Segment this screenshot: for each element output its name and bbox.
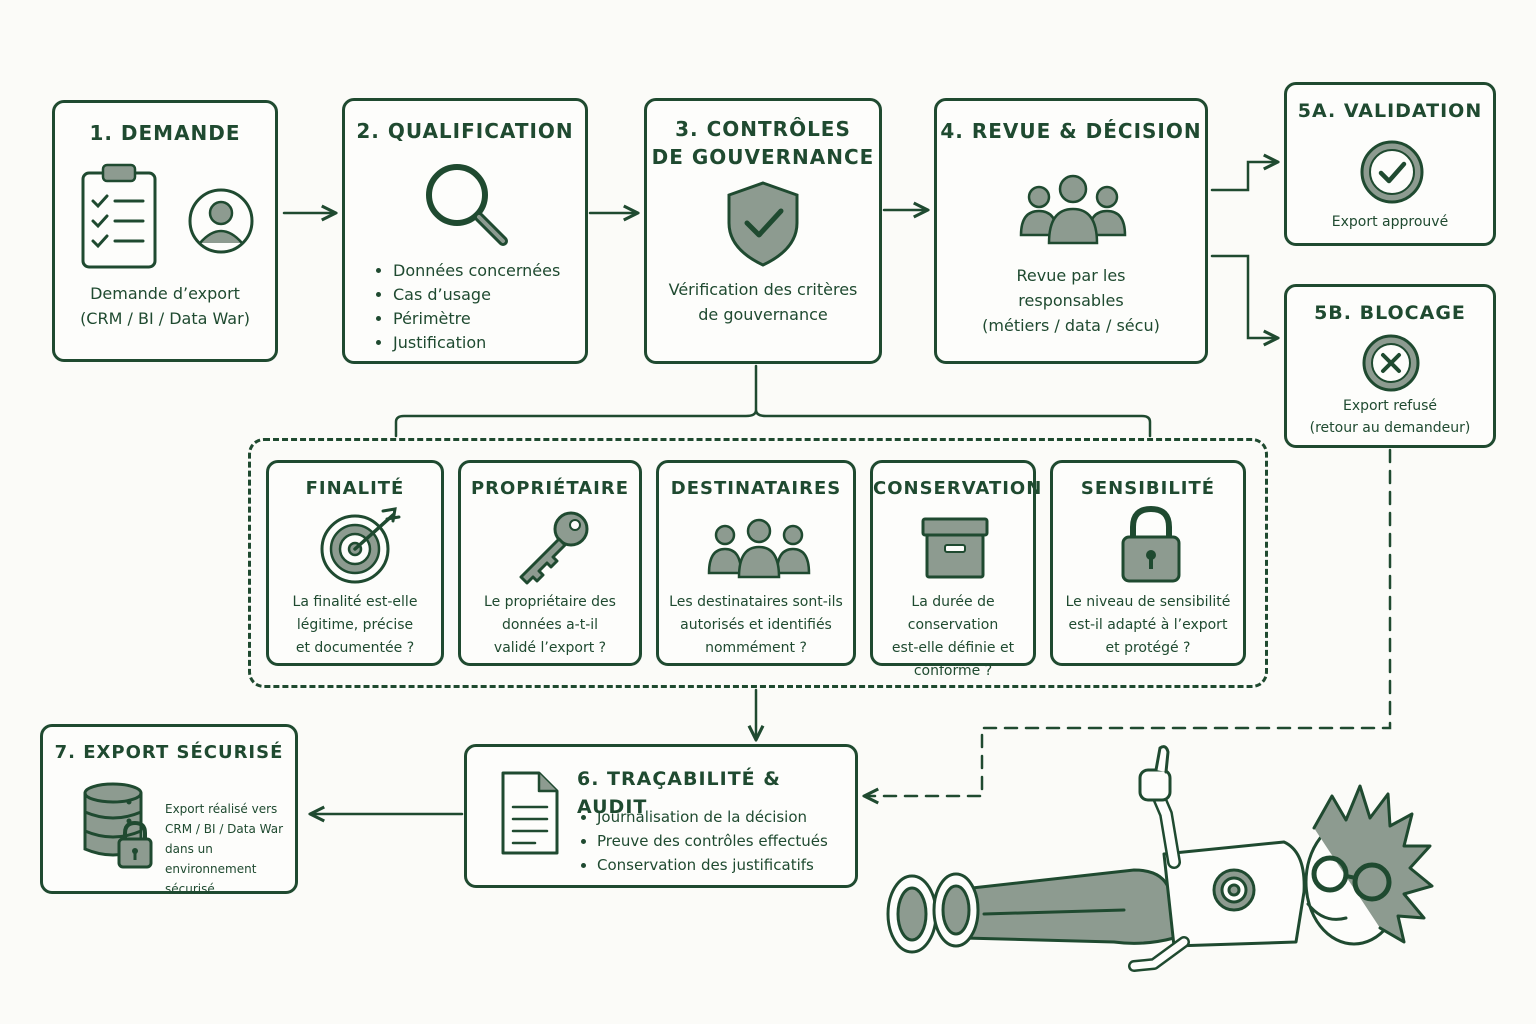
- criterion-question: La durée de conservation est-elle défini…: [879, 591, 1027, 683]
- text-line: Vérification des critères: [668, 280, 858, 299]
- step-title: 6. Traçabilité & audit: [577, 768, 781, 818]
- arrow-4-5a: [1210, 162, 1276, 192]
- list-item: Preuve des contrôles effectués: [597, 829, 828, 853]
- text-line: Le propriétaire des: [484, 594, 616, 610]
- shield-check-icon: [727, 181, 799, 267]
- text-line: Export refusé: [1342, 398, 1438, 414]
- criterion-title: Destinataires: [670, 478, 842, 499]
- text-line: Export réalisé vers: [165, 802, 278, 816]
- step-description: Export approuvé: [1293, 211, 1487, 233]
- people-icon: [707, 518, 811, 579]
- text-line: et documentée ?: [295, 640, 415, 656]
- clipboard-checklist-icon: [81, 163, 157, 269]
- step-title: 5B. Blocage: [1314, 302, 1466, 324]
- step-title: 1. Demande: [89, 121, 241, 145]
- criterion-question: La finalité est-elle légitime, précise e…: [275, 591, 435, 660]
- step-title: 4. Revue & décision: [940, 119, 1202, 143]
- text-line: Revue par les: [1016, 266, 1126, 285]
- text-line: CRM / BI / Data War: [165, 822, 284, 836]
- step-title: 7. Export sécurisé: [54, 742, 284, 763]
- step-description: Vérification des critères de gouvernance: [653, 277, 873, 327]
- user-avatar-icon: [188, 188, 254, 254]
- list-item: Justification: [393, 331, 560, 355]
- list-item: Périmètre: [393, 307, 560, 331]
- criterion-finalite: Finalité La finalité est-elle légitime, …: [266, 460, 444, 666]
- text-line: Demande d’export: [90, 284, 240, 303]
- target-icon: [320, 507, 401, 584]
- text-line: (retour au demandeur): [1309, 420, 1471, 436]
- tracabilite-list: Journalisation de la décision Preuve des…: [579, 805, 828, 877]
- step-description: Revue par les responsables (métiers / da…: [943, 263, 1199, 338]
- step-qualification: 2. Qualification Données concernées Cas …: [342, 98, 588, 364]
- archive-box-icon: [921, 517, 989, 579]
- text-line: Export approuvé: [1331, 214, 1449, 230]
- check-circle-icon: [1360, 140, 1424, 204]
- step-description: Export réalisé vers CRM / BI / Data War …: [165, 799, 295, 899]
- criterion-title: Propriétaire: [470, 478, 630, 499]
- list-item: Journalisation de la décision: [597, 805, 828, 829]
- text-line: dans un environnement: [165, 842, 257, 876]
- text-line: et protégé ?: [1105, 640, 1191, 656]
- criterion-question: Les destinataires sont-ils autorisés et …: [665, 591, 847, 660]
- text-line: La finalité est-elle: [292, 594, 418, 610]
- text-line: est-elle définie et: [891, 640, 1015, 656]
- qualification-list: Données concernées Cas d’usage Périmètre…: [375, 259, 560, 355]
- text-line: autorisés et identifiés: [680, 617, 832, 633]
- criterion-title: Sensibilité: [1080, 478, 1216, 499]
- step-controles: 3. Contrôles de gouvernance Vérification…: [644, 98, 882, 364]
- padlock-icon: [1121, 505, 1181, 583]
- list-item: Conservation des justificatifs: [597, 853, 828, 877]
- list-item: Cas d’usage: [393, 283, 560, 307]
- text-line: Les destinataires sont-ils: [669, 594, 843, 610]
- team-people-icon: [1019, 174, 1127, 245]
- text-line: conforme ?: [913, 663, 993, 679]
- text-line: responsables: [1018, 291, 1124, 310]
- step-blocage: 5B. Blocage Export refusé (retour au dem…: [1284, 284, 1496, 448]
- criterion-title: Finalité: [305, 478, 405, 499]
- text-line: nommément ?: [705, 640, 807, 656]
- step-revue: 4. Revue & décision Revue par les respon…: [934, 98, 1208, 364]
- step-tracabilite: 6. Traçabilité & audit Journalisation de…: [464, 744, 858, 888]
- criterion-title: Conservation: [873, 478, 1043, 499]
- criterion-conservation: Conservation La durée de conservation es…: [870, 460, 1043, 679]
- text-line: de gouvernance: [698, 305, 828, 324]
- step-description: Export refusé (retour au demandeur): [1293, 395, 1487, 439]
- list-item: Données concernées: [393, 259, 560, 283]
- magnifier-icon: [426, 164, 508, 246]
- text-line: (CRM / BI / Data War): [80, 309, 250, 328]
- mascot-illustration: [886, 745, 1434, 972]
- step-title-line-2: de gouvernance: [651, 145, 875, 169]
- criterion-sensibilite: Sensibilité Le niveau de sensibilité est…: [1050, 460, 1246, 666]
- step-demande: 1. Demande Demande d’export (CRM / BI / …: [52, 100, 278, 362]
- text-line: légitime, précise: [296, 617, 414, 633]
- step-title: 2. Qualification: [356, 119, 574, 143]
- text-line: (métiers / data / sécu): [982, 316, 1160, 335]
- step-export: 7. Export sécurisé Export réalisé vers C…: [40, 724, 298, 896]
- criterion-destinataires: Destinataires Les destinataires sont-ils…: [656, 460, 856, 666]
- criterion-question: Le niveau de sensibilité est-il adapté à…: [1059, 591, 1237, 660]
- bracket-criteria: [394, 364, 1152, 438]
- step-title-line-1: 3. Contrôles: [675, 117, 851, 141]
- arrow-4-5b: [1210, 254, 1276, 338]
- text-line: sécurisé: [165, 882, 215, 896]
- criterion-proprietaire: Propriétaire Le propriétaire des données…: [458, 460, 642, 666]
- step-validation: 5A. Validation Export approuvé: [1284, 82, 1496, 246]
- step-title: 5A. Validation: [1297, 100, 1483, 122]
- document-icon: [501, 771, 559, 855]
- secure-database-icon: [83, 782, 153, 869]
- criterion-question: Le propriétaire des données a-t-il valid…: [467, 591, 633, 660]
- text-line: validé l’export ?: [493, 640, 607, 656]
- step-description: Demande d’export (CRM / BI / Data War): [61, 281, 269, 331]
- text-line: Le niveau de sensibilité: [1065, 594, 1231, 610]
- text-line: La durée de conservation: [907, 594, 999, 633]
- cross-circle-icon: [1362, 334, 1420, 392]
- key-icon: [519, 511, 589, 585]
- text-line: données a-t-il: [501, 617, 599, 633]
- text-line: est-il adapté à l’export: [1068, 617, 1228, 633]
- criteria-group: [248, 438, 1268, 688]
